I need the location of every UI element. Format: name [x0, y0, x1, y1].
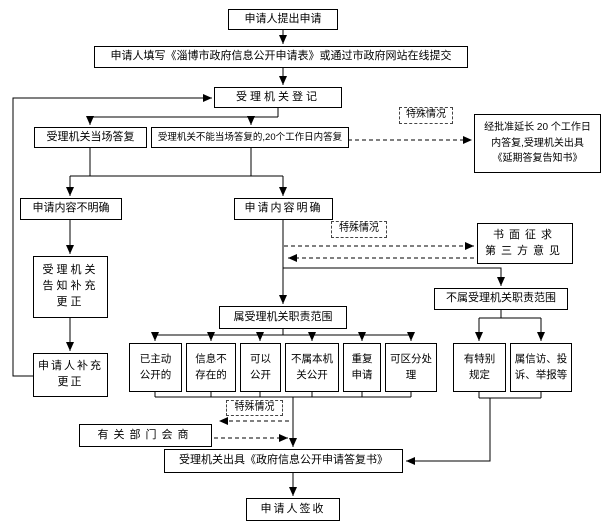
node-content-unclear: 申请内容不明确	[20, 198, 122, 220]
node-repeat-request: 重复 申请	[343, 343, 381, 392]
node-separable-handling: 可区分处 理	[385, 343, 437, 392]
node-special-provision: 有特别 规定	[453, 343, 506, 392]
node-extension-notice: 经批准延长 20 个工作日 内答复,受理机关出具 《延期答复告知书》	[474, 114, 601, 173]
node-sign-receipt: 申请人签收	[246, 498, 340, 521]
node-out-of-scope: 不属受理机关职责范围	[434, 288, 568, 310]
node-start: 申请人提出申请	[228, 9, 338, 30]
node-department-consultation: 有关部门会商	[79, 424, 212, 447]
node-reply-document: 受理机关出具《政府信息公开申请答复书》	[164, 449, 403, 473]
node-info-not-exist: 信息不 存在的	[186, 343, 236, 392]
node-notify-supplement: 受理机关 告知补充 更正	[33, 256, 108, 318]
node-applicant-supplement: 申请人补充 更正	[33, 353, 108, 397]
node-delayed-reply: 受理机关不能当场答复的,20个工作日内答复	[151, 127, 349, 148]
label-special-case-3: 特殊情况	[226, 400, 283, 416]
node-in-scope: 属受理机关职责范围	[219, 306, 347, 329]
label-special-case-2: 特殊情况	[331, 221, 387, 238]
node-content-clear: 申请内容明确	[234, 198, 333, 220]
node-petition-complaint: 属信访、投 诉、举报等	[510, 343, 572, 392]
node-already-public: 已主动 公开的	[129, 343, 182, 392]
node-can-disclose: 可以 公开	[240, 343, 281, 392]
node-register: 受理机关登记	[214, 87, 342, 108]
node-fill-form: 申请人填写《淄博市政府信息公开申请表》或通过市政府网站在线提交	[94, 46, 468, 68]
label-special-case-1: 特殊情况	[399, 107, 453, 124]
node-other-org-disclose: 不属本机 关公开	[285, 343, 339, 392]
node-third-party-opinion: 书面征求 第三方意见	[477, 223, 573, 264]
node-onsite-reply: 受理机关当场答复	[34, 127, 147, 148]
